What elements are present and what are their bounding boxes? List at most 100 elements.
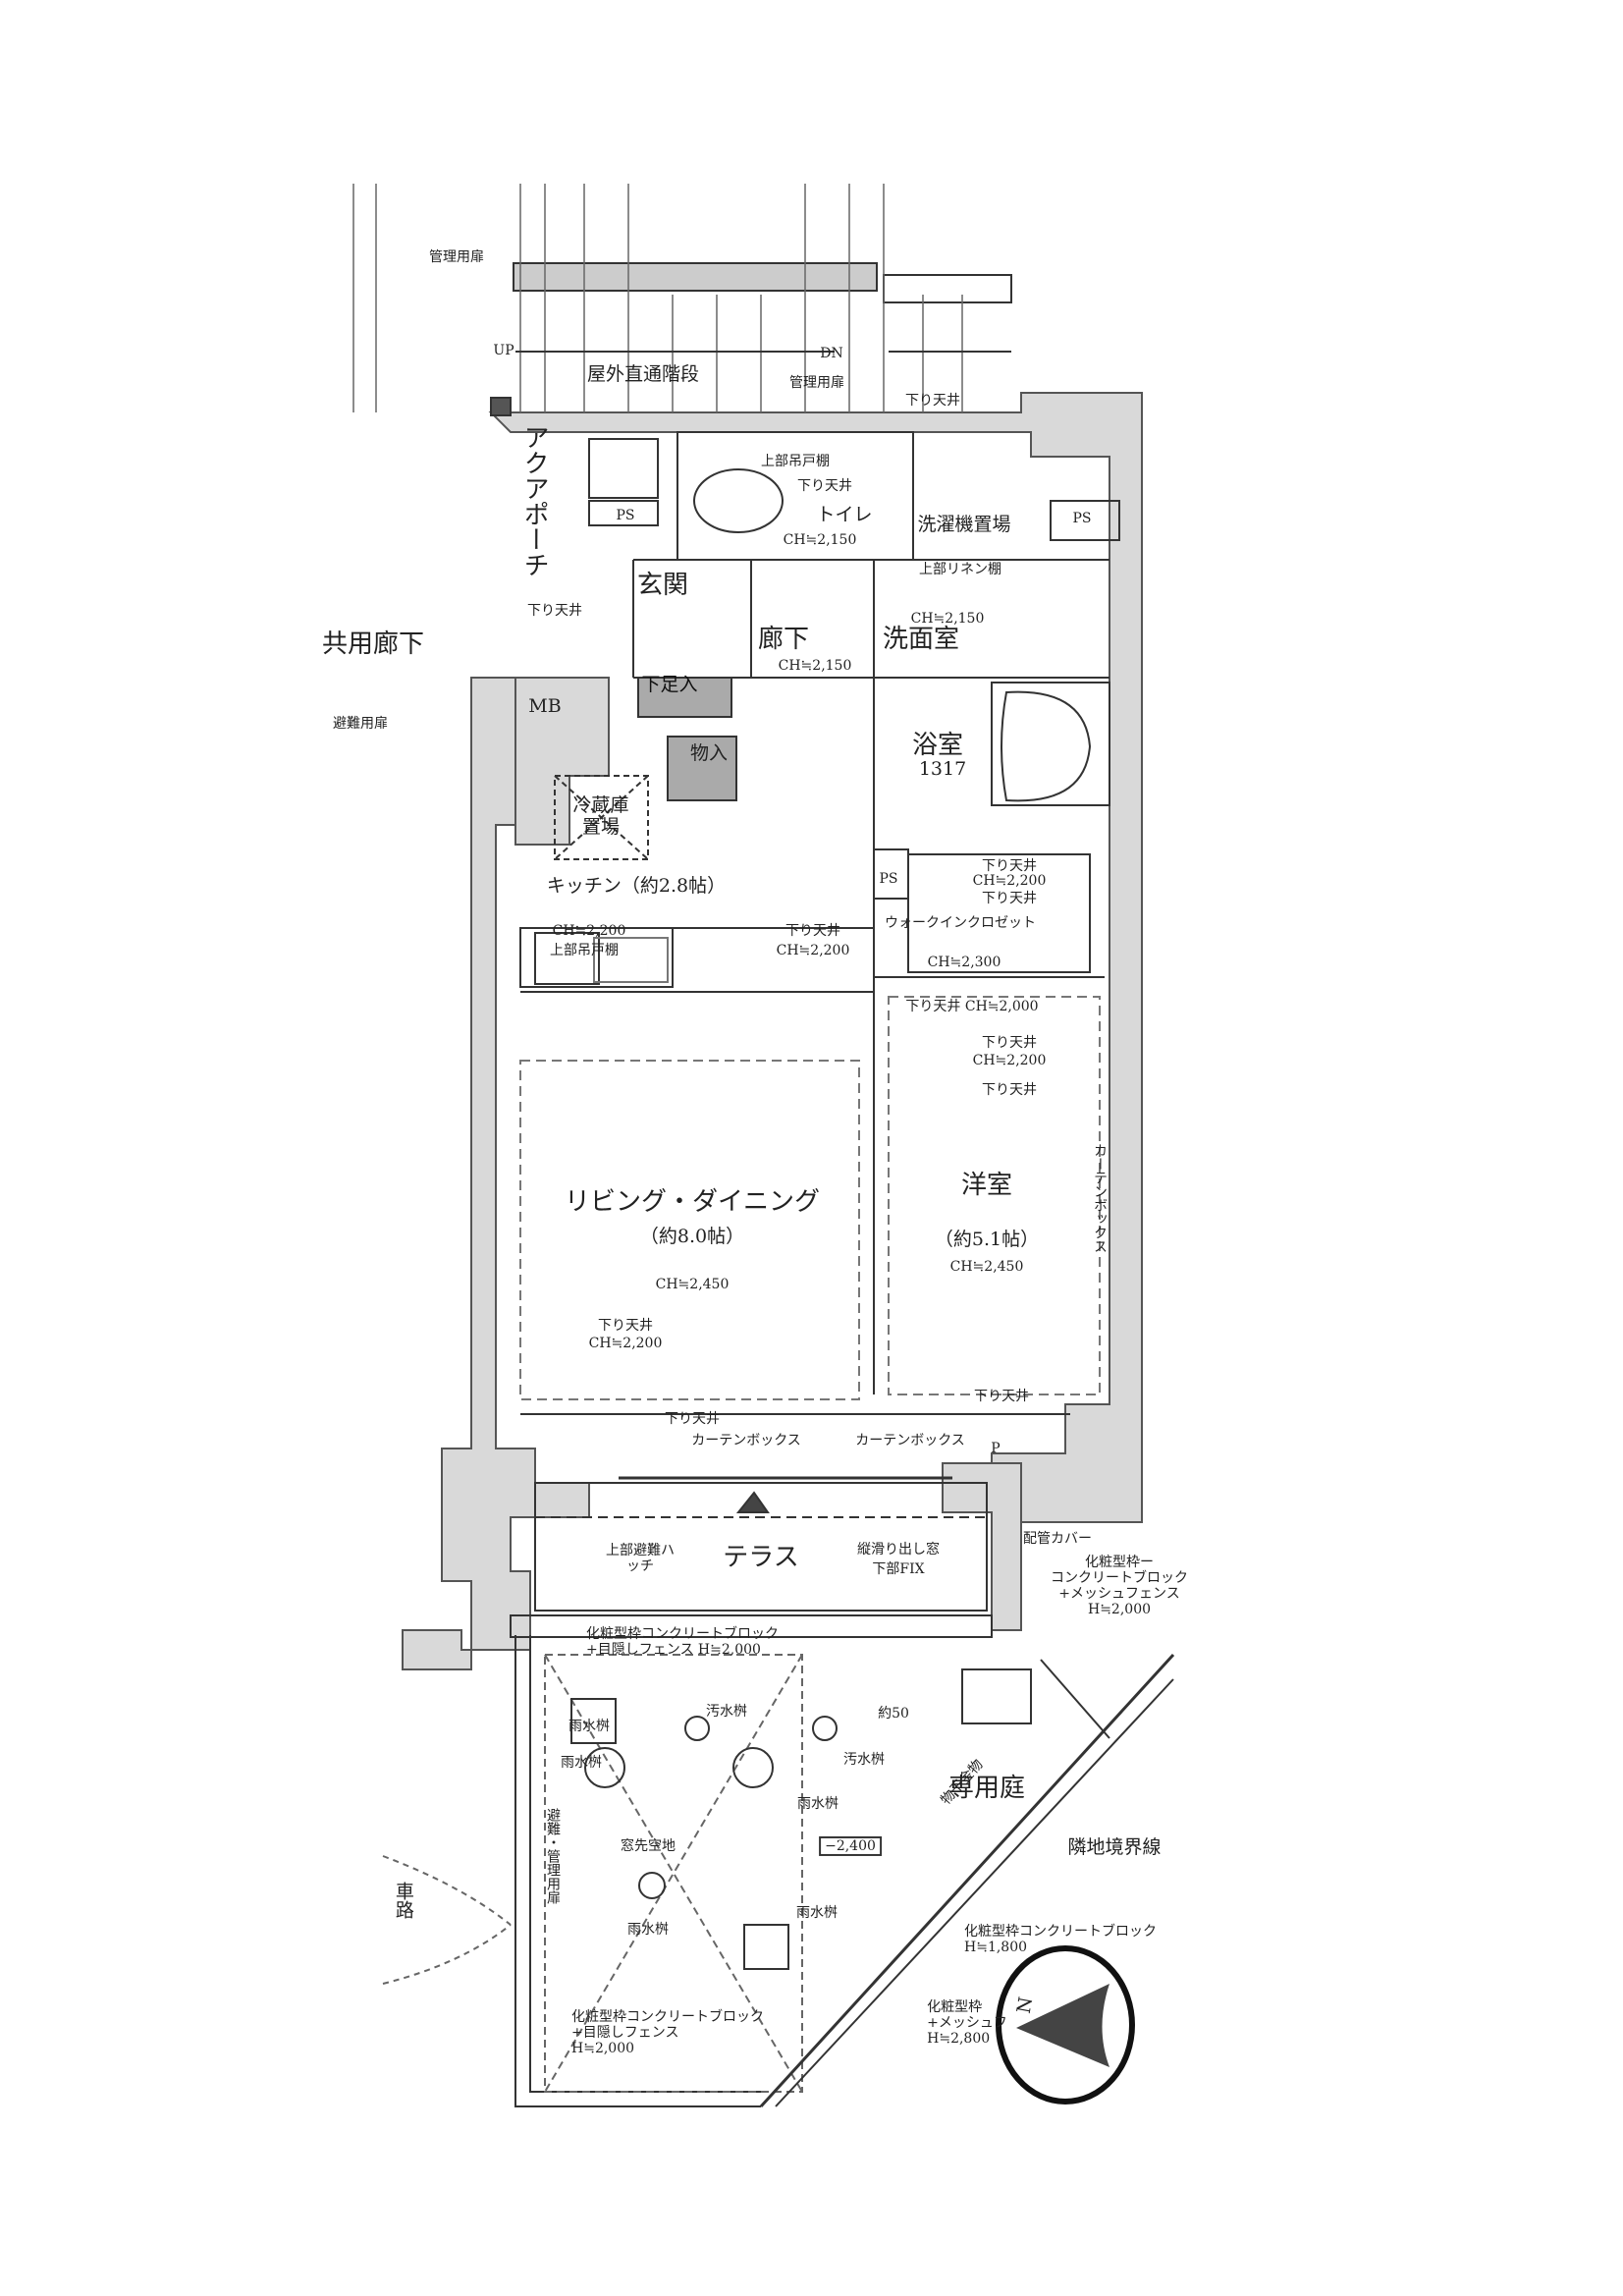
gate-label: 避難・管理用扉 [545,1808,562,1904]
common-corridor-label: 共用廊下 [321,629,425,660]
living-label: リビング・ダイニング [564,1187,821,1218]
stairs-door-top: 管理用扉 [429,248,484,265]
bedroom-label: 洋室 [960,1171,1013,1201]
terrace-window2: 下部FIX [872,1560,925,1577]
bedroom-ceiling-mid2: 下り天井 [982,1081,1037,1098]
washroom-label: 洗面室 [882,625,960,655]
stairs-up: UP [493,342,514,358]
garden-label: 専用庭 [947,1774,1026,1804]
entrance-label: 玄関 [636,571,689,601]
stairs-ceiling: 下り天井 [905,392,960,409]
shoe-storage-label: 下足入 [641,674,698,696]
living-size: （約8.0帖） [639,1226,745,1248]
fence-text: +目隠しフェンス [571,2024,679,2041]
closet-ceiling1: 下り天井 [982,857,1037,874]
hall-label: 廊下 [757,625,810,655]
toilet-label: トイレ [816,504,873,526]
kitchen-cabinet: 上部吊戸棚 [550,942,619,958]
fence-text: H≒1,800 [964,1940,1028,1955]
bath-label: 浴室 [911,731,964,761]
fence-text: +目隠しフェンス H≒2,000 [586,1642,761,1658]
living-ch: CH≒2,450 [655,1276,730,1292]
fence-text: コンクリートブロック [1051,1569,1188,1586]
toilet-ch: CH≒2,150 [783,531,857,548]
closet-ch: CH≒2,300 [927,954,1001,970]
kitchen-ceiling: 下り天井 [785,922,840,939]
evac-door-label: 避難用扉 [333,715,388,732]
compass-icon [996,1945,1135,2105]
open-space-label: 窓先空地 [621,1837,676,1854]
fence-text: H≒2,000 [571,2041,635,2057]
boundary-label: 隣地境界線 [1067,1836,1162,1859]
compass-north: N [1012,1995,1038,2015]
bedroom-curtain-side: カーテンボックス [1092,1143,1109,1253]
rain-basin-4: 雨水桝 [627,1921,669,1938]
closet-ceiling1-ch: CH≒2,200 [972,872,1047,889]
bedroom-curtain: カーテンボックス [855,1432,965,1449]
fence-text: 化粧型枠 [927,1998,983,2015]
toilet-ceiling: 下り天井 [797,477,852,494]
fence-text: 化粧型枠コンクリートブロック [571,2008,764,2025]
living-curtain: カーテンボックス [691,1432,801,1449]
fence-diag: 化粧型枠コンクリートブロック H≒1,800 [964,1924,1157,1955]
sewage-basin-2: 汚水桝 [843,1751,885,1768]
fridge-label: 冷蔵庫置場 [572,794,629,838]
fence-text: H≒2,800 [927,2031,991,2048]
washroom-ch: CH≒2,150 [910,610,985,627]
wall-top [488,392,1143,1523]
hall-ch: CH≒2,150 [778,657,852,674]
fence-text: 化粧型枠コンクリートブロック [964,1923,1157,1940]
rain-basin-5: 雨水桝 [796,1904,838,1921]
bedroom-ch: CH≒2,450 [949,1258,1024,1275]
fence-top-right: 化粧型枠ー コンクリートブロック +メッシュフェンス H≒2,000 [1051,1555,1188,1617]
approx50-label: 約50 [878,1705,909,1722]
fence-text: +メッシュフ [927,2014,1007,2031]
living-ceiling-bottom: 下り天井 [665,1410,720,1427]
fence-text: H≒2,000 [1087,1602,1152,1618]
living-ceiling: 下り天井 [598,1317,653,1334]
laundry-linen: 上部リネン棚 [919,561,1001,577]
laundry-ps: PS [1072,510,1092,526]
stairs-door-right: 管理用扉 [789,374,844,391]
closet-ceiling2: 下り天井 [982,890,1037,906]
bedroom-ceiling-top: 下り天井 CH≒2,000 [905,998,1039,1014]
rain-basin-3: 雨水桝 [797,1795,839,1812]
bedroom-ceiling-mid-ch: CH≒2,200 [972,1052,1047,1068]
bath-size: 1317 [918,758,967,781]
porch-ps: PS [616,507,635,523]
laundry-label: 洗濯機置場 [917,514,1011,536]
stairs-title: 屋外直通階段 [586,363,700,386]
wall-left [402,677,590,1670]
rain-basin-2: 雨水桝 [561,1754,602,1771]
kitchen-label: キッチン（約2.8帖） [546,875,727,898]
basins [570,1698,838,1970]
terrace-hatch: 上部避難ハッチ [606,1542,675,1574]
toilet-cabinet: 上部吊戸棚 [761,453,830,469]
fence-diag2: 化粧型枠 +メッシュフ H≒2,800 [927,1999,1007,2047]
fence-text: +メッシュフェンス [1058,1586,1180,1602]
mb-label: MB [528,695,562,718]
fence-text: 化粧型枠ー [1085,1554,1154,1570]
porch-label: アクアポーチ [518,424,549,577]
rain-basin-1: 雨水桝 [568,1718,610,1734]
storage-label: 物入 [689,742,729,765]
sewage-basin-1: 汚水桝 [706,1703,747,1720]
fence-bottom-left: 化粧型枠コンクリートブロック +目隠しフェンス H≒2,000 [571,2009,764,2056]
wall-terrace-right [942,1462,1022,1631]
closet-ps: PS [879,870,898,887]
pipe-cover-label: 配管カバー [1023,1530,1092,1547]
road-label: 車路 [392,1882,414,1919]
living-ceiling-ch: CH≒2,200 [588,1335,663,1351]
closet-label: ウォークインクロゼット [885,914,1036,931]
garden-level: −2,400 [819,1835,882,1857]
bedroom-size: （約5.1帖） [934,1229,1040,1251]
terrace-label: テラス [723,1543,799,1573]
fence-top-left: 化粧型枠コンクリートブロック +目隠しフェンス H≒2,000 [586,1626,779,1658]
kitchen-ceiling-ch: CH≒2,200 [776,942,850,958]
bedroom-ceiling-mid: 下り天井 [982,1034,1037,1051]
porch-ceiling: 下り天井 [527,602,582,619]
bedroom-p: P [991,1440,1001,1456]
fence-text: 化粧型枠コンクリートブロック [586,1625,779,1642]
